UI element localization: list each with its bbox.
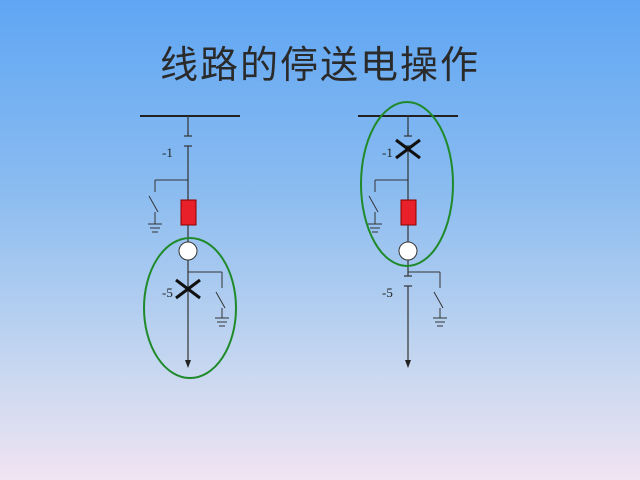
right-upper-earth-switch — [368, 179, 408, 233]
left-bay: -1 -5 — [140, 115, 240, 379]
left-circuit-breaker — [180, 199, 197, 226]
right-open-mark-1 — [395, 138, 421, 160]
left-current-transformer — [178, 241, 198, 261]
page-title: 线路的停送电操作 — [159, 43, 480, 87]
right-label-minus1: -1 — [382, 145, 393, 160]
left-open-mark-5 — [175, 278, 201, 300]
left-upper-earth-switch — [148, 179, 188, 233]
right-label-minus5: -5 — [382, 285, 393, 300]
left-lower-earth-switch — [188, 271, 229, 327]
right-highlight-ellipse — [360, 101, 454, 267]
right-feeder-arrow — [405, 360, 411, 368]
left-label-minus5: -5 — [162, 285, 173, 300]
right-current-transformer — [398, 241, 418, 261]
right-lower-earth-switch — [408, 271, 447, 327]
right-bay: -1 -5 — [358, 101, 458, 368]
left-highlight-ellipse — [143, 237, 237, 379]
left-label-minus1: -1 — [162, 145, 173, 160]
right-circuit-breaker — [400, 199, 417, 226]
left-feeder-arrow — [185, 360, 191, 368]
